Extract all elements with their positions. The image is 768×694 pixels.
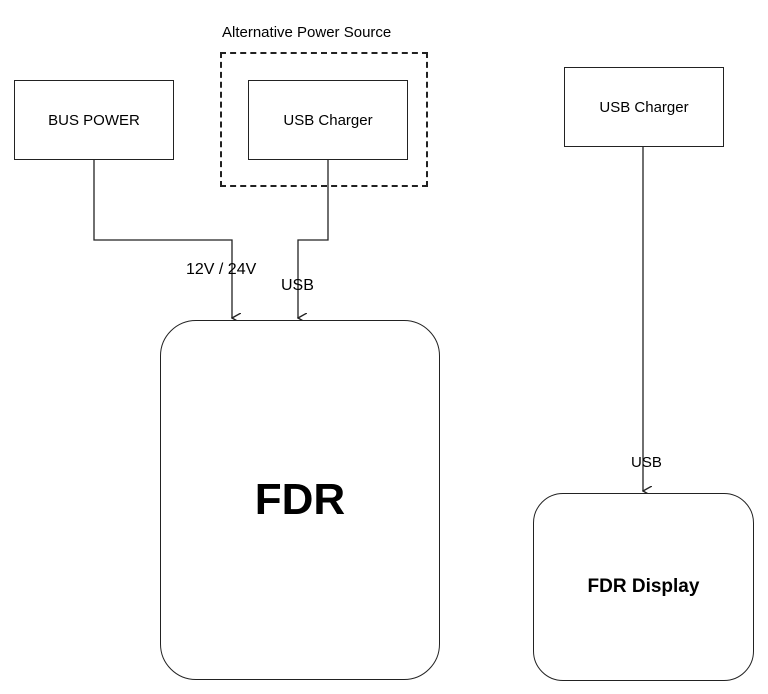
usb-charger-alt-label: USB Charger xyxy=(283,111,373,129)
bus-power-label: BUS POWER xyxy=(48,111,140,129)
group-title: Alternative Power Source xyxy=(222,24,392,41)
fdr-display-label: FDR Display xyxy=(587,576,700,597)
usb-charger-display-node: USB Charger xyxy=(564,67,724,147)
usb-charger-alt-node: USB Charger xyxy=(248,80,408,160)
edge-label-12v-24v: 12V / 24V xyxy=(186,261,257,278)
edge-label-usb-fdr: USB xyxy=(281,277,314,294)
usb-charger-display-label: USB Charger xyxy=(599,98,689,116)
alternative-power-source-group xyxy=(220,52,428,187)
bus-power-node: BUS POWER xyxy=(14,80,174,160)
fdr-display-node: FDR Display xyxy=(533,493,754,681)
fdr-node: FDR xyxy=(160,320,440,680)
edge-bus-to-fdr xyxy=(93,160,232,318)
edge-label-usb-display: USB xyxy=(631,454,662,471)
edge-usb-to-fdr xyxy=(298,160,329,318)
fdr-label: FDR xyxy=(254,475,346,524)
